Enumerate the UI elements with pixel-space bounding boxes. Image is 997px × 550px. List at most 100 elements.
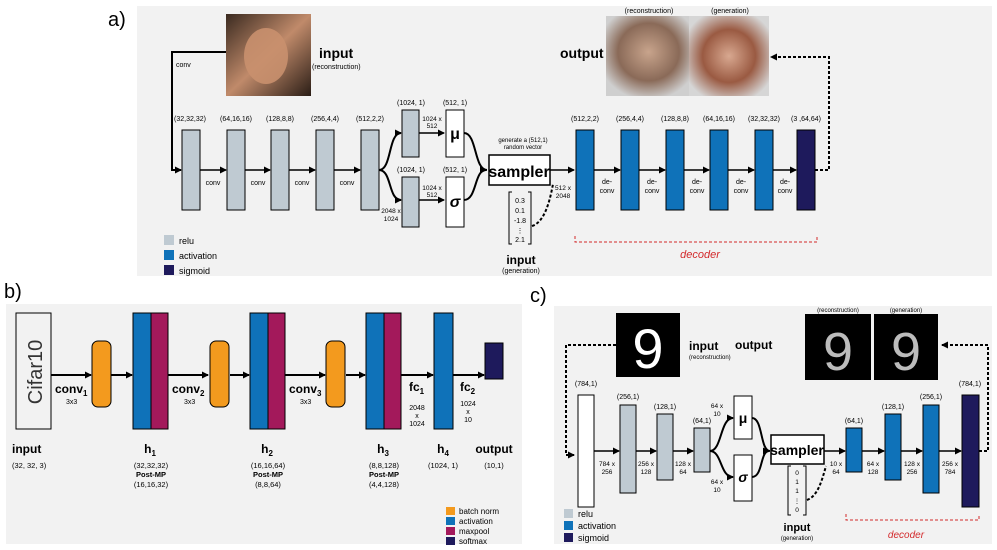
softmax-b (484, 342, 504, 380)
conv-label-a-1: conv (206, 180, 221, 187)
legend-swatch-relu-a (164, 235, 174, 245)
mu-symbol-a: μ (450, 126, 460, 143)
batch-norm-b-2 (209, 340, 230, 408)
dec-mat-c-2a: 128 x (904, 461, 921, 468)
legend-batchnorm-b: batch norm (459, 507, 499, 516)
conv-label-a-4: conv (340, 180, 355, 187)
dec-shape-c-1: (64,1) (845, 418, 863, 425)
h-shape-b-1: (32,32,32) (134, 461, 169, 470)
enc-shape-a-2: (64,16,16) (220, 116, 252, 123)
decoder-label-c: decoder (888, 530, 925, 541)
legend-swatch-maxpool-b (446, 527, 455, 535)
activation-b-4 (433, 312, 454, 430)
panel-a-letter: a) (108, 9, 126, 31)
decoder-bracket-a (574, 236, 818, 243)
dec-block-a-3 (665, 129, 685, 211)
legend-swatch-relu-c (564, 509, 573, 518)
activation-b-2 (249, 312, 269, 430)
dec-block-a-4 (709, 129, 729, 211)
vector-bracket-right-c (803, 465, 807, 516)
dec-shape-c-3: (256,1) (920, 394, 942, 401)
sampler-label-c: sampler (770, 442, 824, 458)
input-path-c (565, 344, 616, 459)
gen-note-a-1: generate a (512,1) (498, 138, 547, 144)
enc-shape-c-1: (784,1) (575, 381, 597, 388)
enc-shape-c-2: (256,1) (617, 394, 639, 401)
legend-maxpool-b: maxpool (459, 527, 489, 536)
fc-block-top-a (401, 109, 420, 158)
batch-norm-b-3 (325, 340, 346, 408)
deconv-a-1a: de- (602, 179, 613, 186)
h-shape-b-4: (1024, 1) (428, 461, 459, 470)
post-mp-b-1: Post-MP (136, 470, 166, 479)
output-label-b: output (475, 442, 512, 456)
sampler-mat-a-2: 2048 (556, 193, 571, 200)
dec-shape-a-4: (64,16,16) (703, 116, 735, 123)
h-label-b-4: h4 (437, 442, 449, 458)
mu-symbol-c: μ (739, 410, 748, 426)
branch-mat-bot-c-1: 64 x (711, 479, 724, 486)
sigma-box-a (445, 176, 465, 228)
fc-sub-b-2: 2 (471, 387, 476, 396)
h-label-b-1: h1 (144, 442, 156, 458)
gen-note-a-2: random vector (504, 145, 542, 151)
h-sub-b-3: 3 (384, 449, 389, 458)
recon-label-c: (reconstruction) (817, 308, 859, 314)
dec-block-c-4 (961, 394, 980, 508)
conv-label-a-2: conv (251, 180, 266, 187)
fc1-mat-b-2: x (415, 413, 419, 420)
legend-relu-a: relu (179, 236, 194, 246)
h-shape-b-3: (8,8,128) (369, 461, 400, 470)
legend-activation-b: activation (459, 517, 493, 526)
dec-mat-c-3b: 784 (945, 469, 956, 476)
batch-norm-b-1 (91, 340, 112, 408)
sampler-mat-c-2: 64 (832, 469, 840, 476)
vector-path-c (806, 465, 827, 501)
legend-swatch-sigmoid-a (164, 265, 174, 275)
vector-c-1: 0 (795, 470, 799, 477)
enc-mat-c-2a: 256 x (638, 461, 655, 468)
vector-bracket-left-c (787, 465, 791, 516)
dec-shape-a-1: (512,2,2) (571, 116, 599, 123)
dec-shape-a-6: (3 ,64,64) (791, 116, 821, 123)
enc-block-a-2 (226, 129, 246, 211)
enc-mat-c-2b: 128 (641, 469, 652, 476)
legend-swatch-activation-a (164, 250, 174, 260)
vector-c-5: 0 (795, 507, 799, 514)
maxpool-b-3 (383, 312, 402, 430)
dec-mat-c-2b: 256 (907, 469, 918, 476)
input-path-a (171, 51, 226, 174)
dec-block-a-1 (575, 129, 595, 211)
legend-sigmoid-a: sigmoid (179, 266, 210, 276)
dec-shape-a-3: (128,8,8) (661, 116, 689, 123)
deconv-a-5b: conv (778, 188, 793, 195)
output-path-a (770, 53, 830, 171)
vector-bracket-right-a (528, 191, 532, 245)
sampler-mat-a-1: 512 x (555, 185, 572, 192)
enc-block-c-4 (693, 427, 711, 473)
sampler-mat-c-1: 10 x (830, 461, 843, 468)
vector-a-5: 2.1 (515, 237, 525, 244)
vector-a-3: -1.8 (514, 218, 526, 225)
merge-curve-bot-c (751, 447, 770, 478)
enc-mat-c-3a: 128 x (675, 461, 692, 468)
dec-shape-c-2: (128,1) (882, 404, 904, 411)
conv-label-a-3: conv (295, 180, 310, 187)
fc-label-b-2: fc2 (460, 380, 476, 396)
enc-mat-c-1a: 784 x (599, 461, 616, 468)
legend-swatch-batchnorm-b (446, 507, 455, 515)
maxpool-b-2 (267, 312, 286, 430)
dec-mat-c-3a: 256 x (942, 461, 959, 468)
recon-digit-c: 9 (823, 322, 853, 382)
h-main-b-3: h (377, 442, 384, 456)
dec-block-c-3 (922, 404, 940, 494)
split-curve-top-c (709, 414, 734, 452)
conv-sub-b-1: 1 (83, 389, 88, 398)
mat-bot-a-1: 1024 x (422, 185, 442, 192)
output-shape-b: (10,1) (484, 461, 504, 470)
kernel-b-1: 3x3 (66, 399, 77, 406)
branch-mat-top-c-2: 10 (713, 411, 721, 418)
vector-a-1: 0.3 (515, 198, 525, 205)
cifar-box (15, 312, 52, 430)
legend-activation-c: activation (578, 521, 616, 531)
